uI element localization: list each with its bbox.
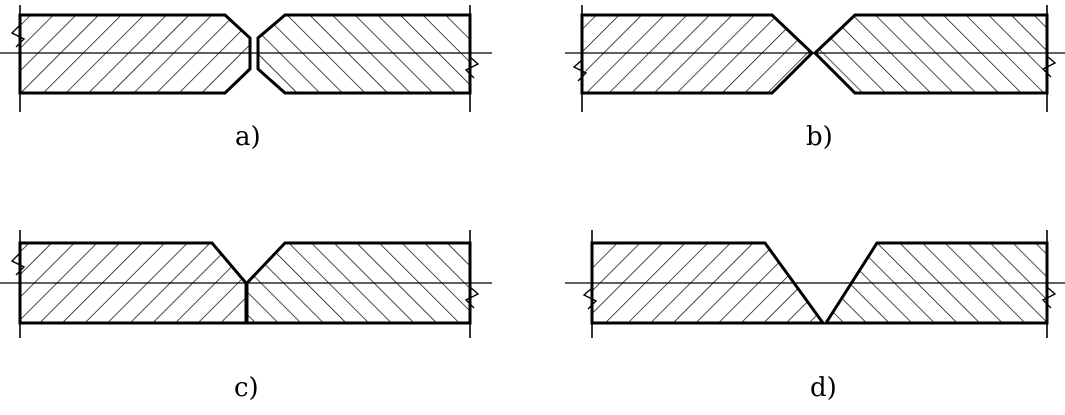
panel-c-break-mark-left (10, 252, 26, 276)
panel-a-left-plate (18, 13, 252, 95)
panel-b-left-plate (580, 13, 815, 95)
panel-d-drawing (565, 230, 1065, 338)
panel-a-right-plate (256, 13, 472, 95)
panel-c-break-mark-right (464, 286, 480, 309)
panel-a-break-mark-right (464, 56, 480, 79)
panel-d-break-mark-right (1041, 286, 1057, 309)
panel-a-drawing (0, 5, 492, 112)
panel-c-label: c) (234, 373, 259, 403)
panel-b-label: b) (806, 122, 833, 152)
panel-b-break-mark-left (572, 59, 588, 82)
panel-b-drawing (565, 5, 1065, 112)
panel-c-drawing (0, 230, 492, 338)
panel-d-break-mark-left (582, 287, 598, 310)
panel-a-break-mark-left (10, 24, 26, 48)
panel-b-right-plate (812, 13, 1049, 95)
panel-d-label: d) (810, 373, 837, 403)
panel-a-label: a) (235, 122, 261, 152)
panel-b-break-mark-right (1041, 55, 1057, 78)
